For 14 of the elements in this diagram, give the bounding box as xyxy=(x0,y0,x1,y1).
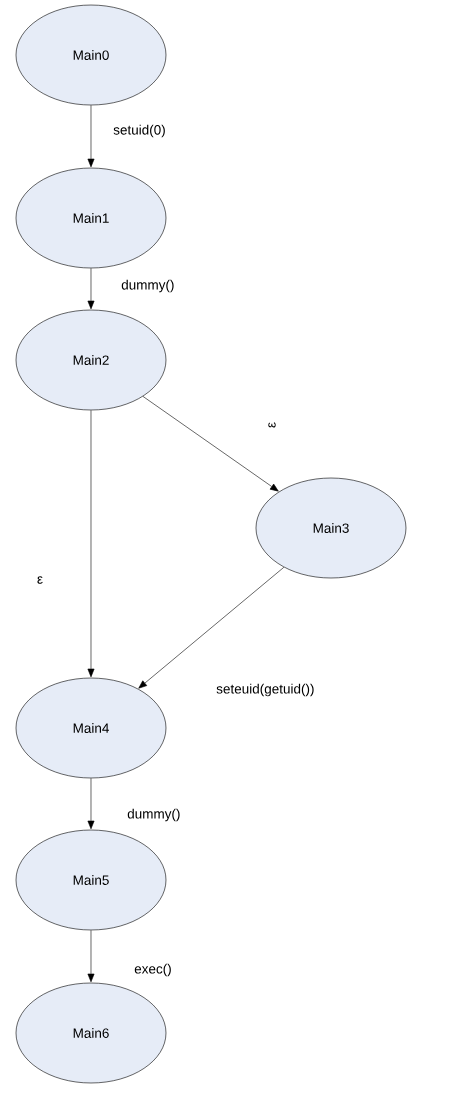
edge-label: exec() xyxy=(134,963,171,977)
arrow xyxy=(87,410,95,678)
edge-label: ε xyxy=(37,576,43,584)
arrow xyxy=(87,778,95,830)
edge-label: setuid(0) xyxy=(113,124,165,138)
arrow xyxy=(138,566,285,689)
arrow xyxy=(142,396,279,492)
arrow xyxy=(87,268,95,310)
arrow xyxy=(87,930,95,983)
edge-label: dummy() xyxy=(127,808,180,822)
edge-label: seteuid(getuid()) xyxy=(216,683,314,697)
edge-label: ε xyxy=(268,422,276,428)
edge-label: dummy() xyxy=(121,279,174,293)
arrow xyxy=(87,105,95,168)
